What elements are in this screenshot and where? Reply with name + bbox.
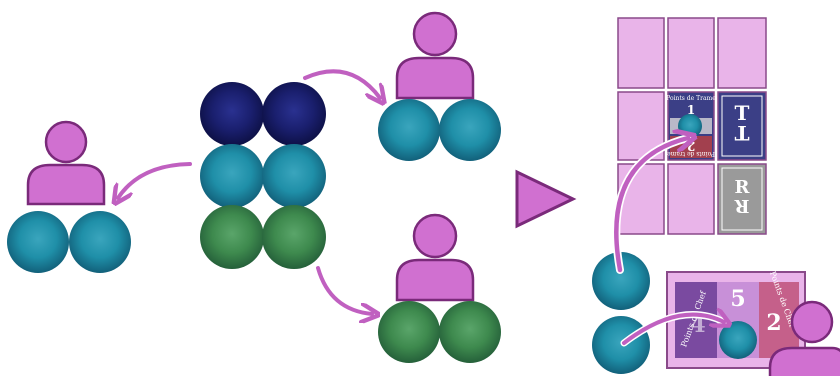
token-teal-placed — [719, 321, 757, 359]
distribution-arrows — [118, 69, 380, 314]
arrow-to-player-card — [622, 315, 724, 345]
token-teal-placed — [678, 114, 702, 138]
token-teal — [592, 252, 650, 310]
token-green — [439, 301, 501, 363]
next-step-triangle — [515, 169, 577, 229]
token-pool — [200, 82, 326, 269]
token-navy — [200, 82, 264, 146]
token-teal — [378, 99, 440, 161]
grid-cell — [617, 163, 665, 235]
navy-card-inner — [721, 95, 763, 157]
token-teal — [69, 211, 131, 273]
token-green — [200, 205, 264, 269]
arrow-to-bottom-player — [316, 266, 372, 314]
player-body — [768, 346, 840, 376]
player-head — [412, 11, 458, 57]
grid-cell — [667, 17, 715, 89]
points-card-top-number: 1 — [687, 103, 695, 117]
grey-card-frame — [717, 163, 767, 235]
board-grid — [617, 17, 767, 235]
arrow-to-points-card — [614, 138, 688, 273]
navy-card-letter-bottom: T — [734, 121, 749, 145]
player-head — [790, 300, 834, 344]
grid-cell — [667, 163, 715, 235]
player-bottom — [378, 213, 501, 363]
navy-card-frame — [717, 91, 767, 161]
player-body — [395, 56, 475, 100]
arrow-to-left-player — [118, 162, 192, 198]
placement-arrows — [612, 138, 724, 347]
token-teal — [262, 144, 326, 208]
player-left — [7, 120, 131, 273]
points-card-bottom-text: Points de trame — [667, 150, 715, 157]
player-card-right-number: 2 — [766, 310, 781, 336]
token-green — [262, 205, 326, 269]
player-body — [395, 258, 475, 302]
grey-card: R R — [717, 163, 767, 235]
token-teal — [439, 99, 501, 161]
arrow-to-top-player — [303, 69, 380, 98]
grey-card-letter-bottom: R — [733, 195, 749, 216]
player-head — [44, 120, 88, 164]
player-body — [26, 163, 106, 206]
grey-card-inner — [721, 167, 763, 231]
token-teal — [200, 144, 264, 208]
grey-card-letter-top: R — [735, 177, 751, 198]
points-card-top-text: Points de Trame — [666, 95, 716, 102]
player-owner — [768, 300, 840, 376]
token-teal — [592, 316, 650, 374]
navy-card: T T — [717, 91, 767, 161]
player-card-middle-number: 5 — [730, 286, 745, 312]
grid-cell — [617, 17, 665, 89]
token-teal — [7, 211, 69, 273]
token-navy — [262, 82, 326, 146]
navy-card-letter-top: T — [735, 101, 750, 125]
grid-cell — [717, 17, 767, 89]
player-head — [412, 213, 458, 259]
player-top — [378, 11, 501, 161]
token-green — [378, 301, 440, 363]
